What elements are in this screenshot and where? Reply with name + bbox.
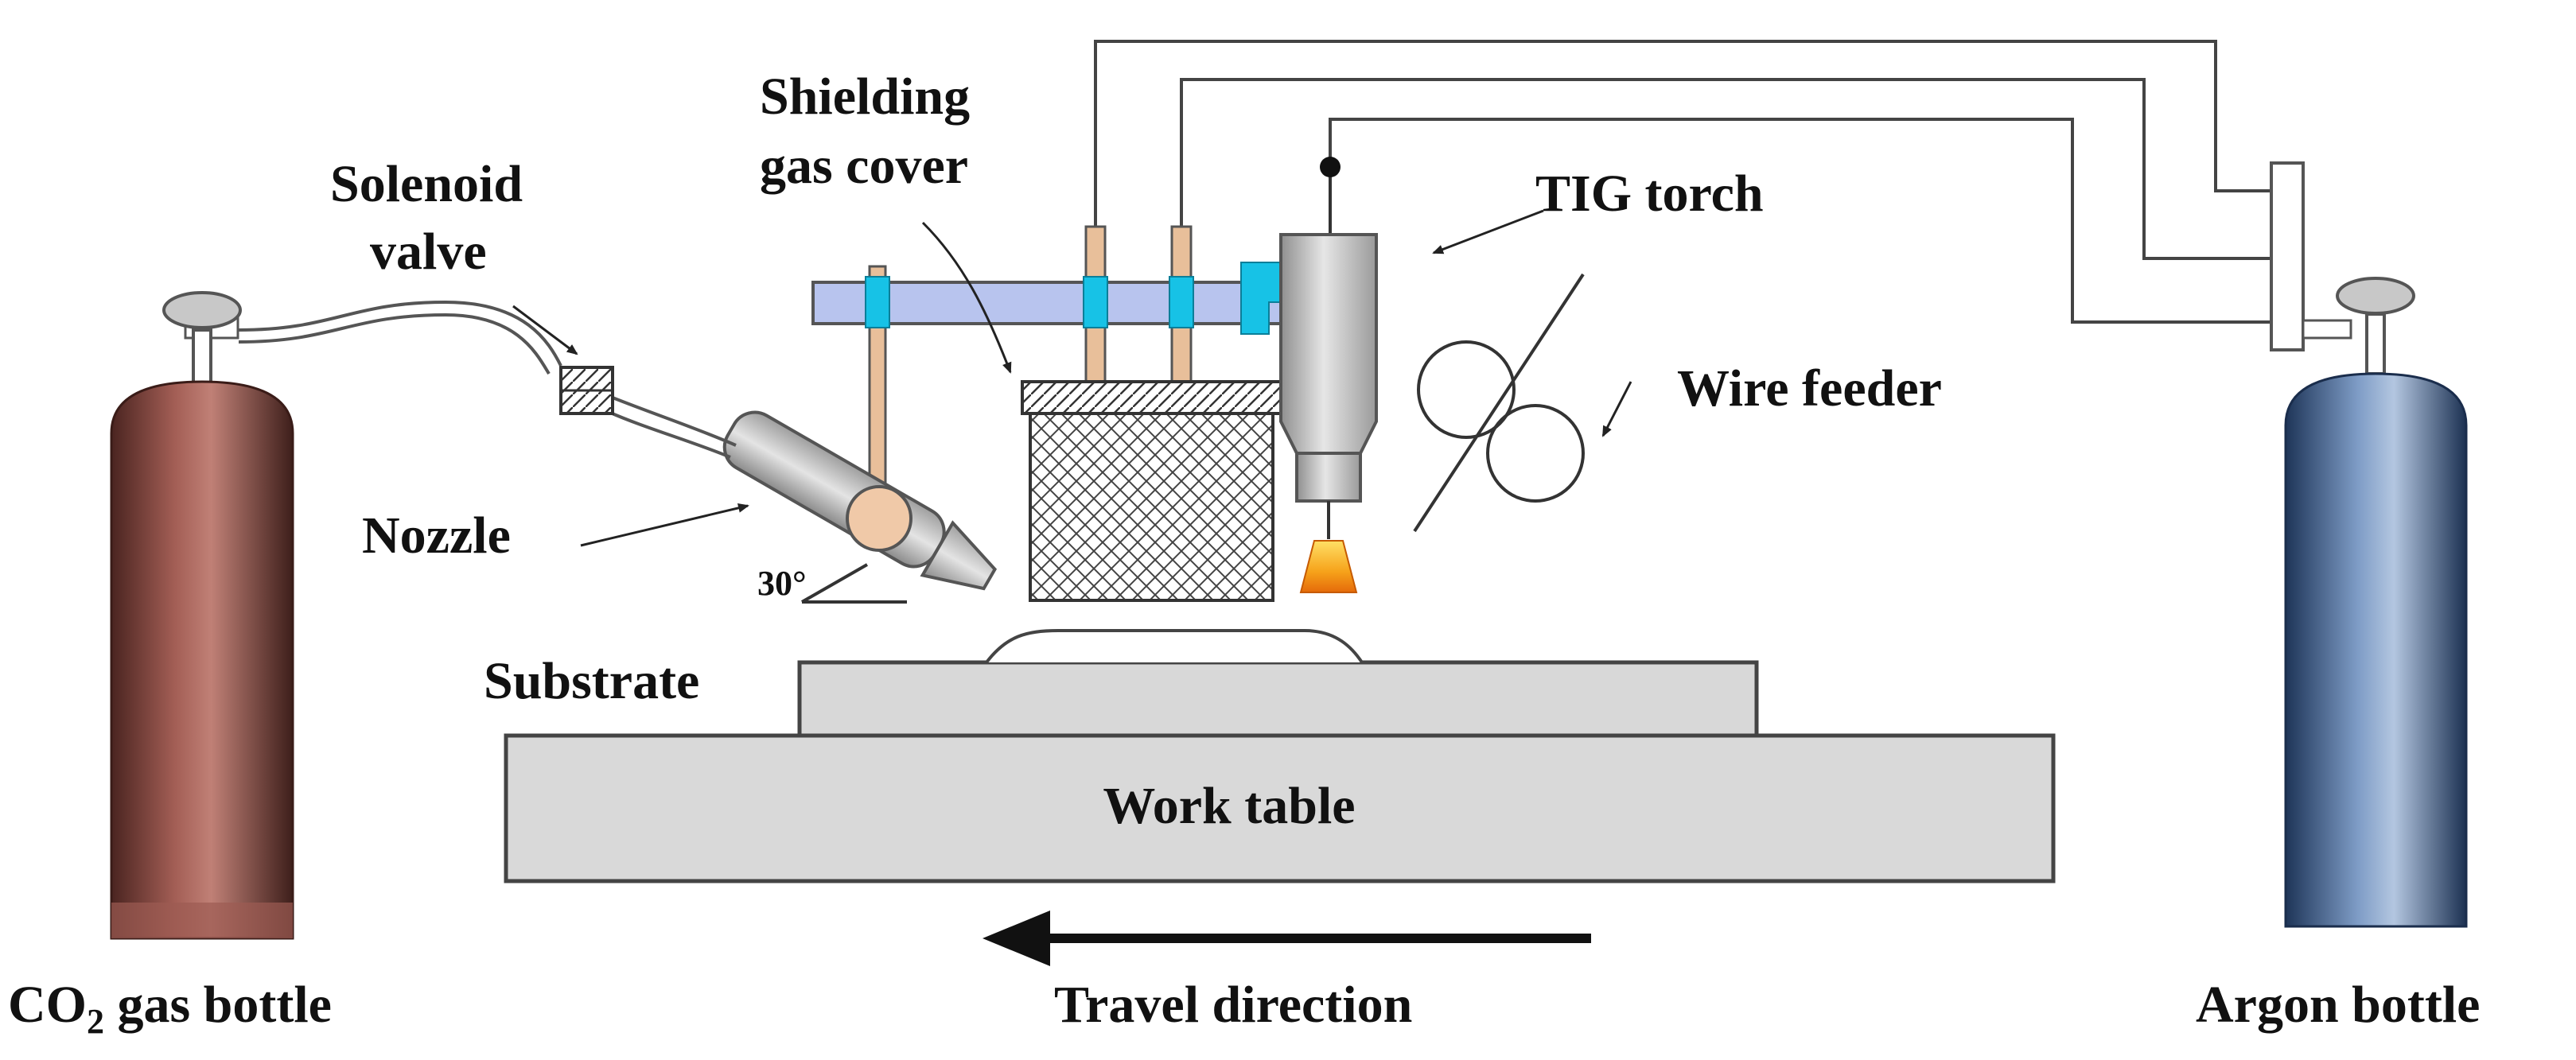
substrate bbox=[797, 629, 1759, 738]
angle-label: 30° bbox=[757, 564, 807, 603]
arc-icon bbox=[1299, 540, 1358, 593]
work-table: Work table bbox=[504, 733, 2056, 883]
deposit-bead bbox=[985, 629, 1364, 664]
nozzle bbox=[722, 410, 998, 591]
tig-torch-label: TIG torch bbox=[1535, 165, 1764, 223]
angle-indicator bbox=[801, 563, 907, 604]
solenoid-label-line2: valve bbox=[370, 223, 487, 281]
co2-bottle-label: CO2 gas bottle bbox=[8, 976, 332, 1041]
shielding-label-line1: Shielding bbox=[760, 68, 970, 126]
rail bbox=[811, 281, 1284, 325]
argon-bottle-label: Argon bottle bbox=[2196, 976, 2480, 1034]
wire-feeder bbox=[1413, 273, 1585, 533]
solenoid-label-line1: Solenoid bbox=[330, 155, 523, 213]
work-table-label: Work table bbox=[1103, 777, 1355, 835]
tig-torch bbox=[1279, 157, 1378, 593]
wiring bbox=[1094, 40, 2275, 324]
shielding-label-line2: gas cover bbox=[760, 137, 968, 195]
leader-arrows bbox=[512, 209, 1632, 547]
nozzle-label: Nozzle bbox=[362, 507, 511, 565]
arrow-left-icon bbox=[983, 911, 1591, 966]
travel-direction-label: Travel direction bbox=[1054, 976, 1412, 1034]
wire-feeder-label: Wire feeder bbox=[1677, 359, 1942, 417]
co2-bottle bbox=[110, 291, 294, 940]
substrate-label: Substrate bbox=[484, 652, 699, 710]
shielding-gas-cover bbox=[1021, 380, 1282, 602]
solenoid-valve bbox=[559, 366, 614, 415]
gas-valve-icon bbox=[162, 291, 242, 329]
gas-valve-icon bbox=[2336, 277, 2415, 315]
argon-bottle bbox=[2270, 161, 2468, 928]
gas-hose bbox=[238, 300, 737, 459]
